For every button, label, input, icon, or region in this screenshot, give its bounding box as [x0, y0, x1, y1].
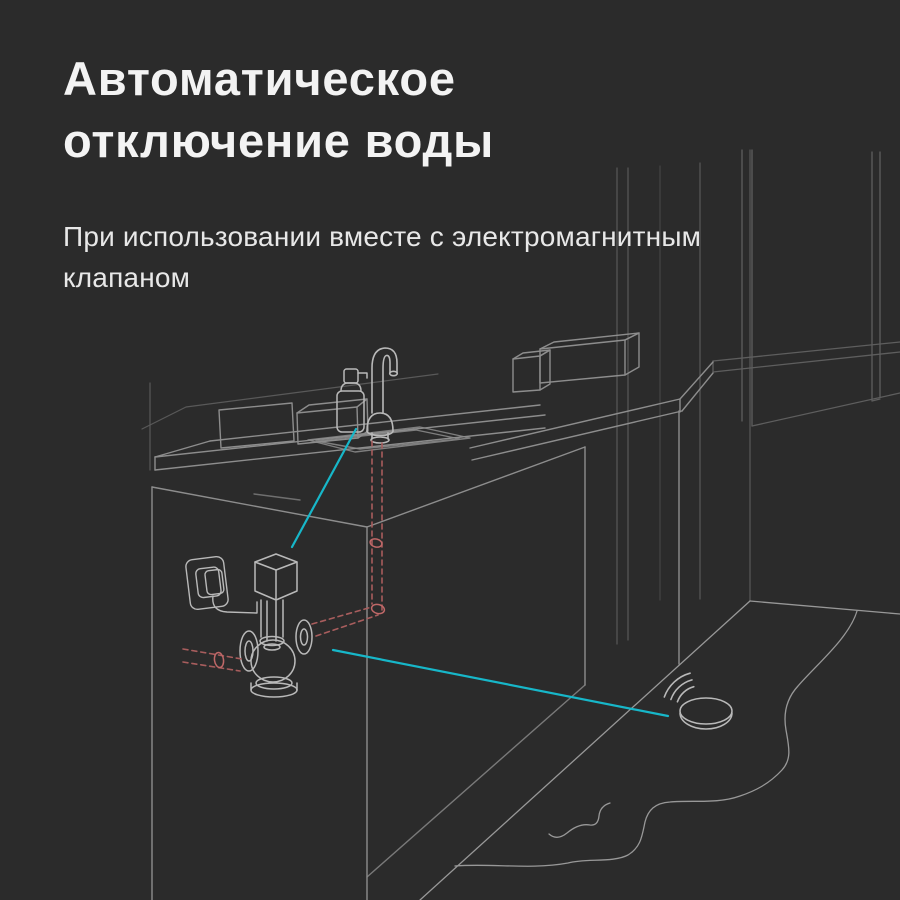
valve-body [239, 619, 313, 698]
soap-dispenser [336, 368, 368, 433]
cutting-board [218, 402, 295, 449]
signal-waves-icon [663, 672, 695, 703]
side-counter [469, 332, 714, 665]
countertop [154, 398, 546, 471]
wall-panel-lines [141, 149, 751, 645]
subtitle-line-1: При использовании вместе с электромагнит… [63, 221, 702, 252]
page-title: Автоматическое отключение воды [63, 48, 494, 172]
title-line-1: Автоматическое [63, 52, 456, 105]
faucet [366, 347, 399, 444]
storage-box-long [539, 332, 640, 384]
subtitle-line-2: клапаном [63, 262, 191, 293]
floor-lines [419, 600, 900, 900]
puddle-ripple [548, 802, 611, 838]
signal-arrows [290, 427, 670, 718]
plug [204, 568, 225, 596]
window-frame [712, 149, 900, 427]
solenoid-valve [239, 553, 313, 698]
valve-actuator [254, 553, 298, 601]
leak-sensor [663, 672, 733, 730]
page-subtitle: При использовании вместе с электромагнит… [63, 216, 701, 298]
power-cable [212, 595, 258, 614]
title-line-2: отключение воды [63, 114, 495, 167]
valve-base [255, 676, 293, 690]
valve-stem [259, 599, 285, 651]
power-outlet [185, 555, 258, 614]
cabinet [151, 446, 586, 900]
storage-box-small [512, 349, 551, 393]
arrow-sensor-to-valve [331, 648, 670, 718]
dashed-water-pipes [182, 440, 383, 672]
pipe-joints [213, 538, 386, 669]
faucet-spout [388, 370, 399, 377]
arrow-valve-to-faucet [290, 427, 358, 549]
water-puddle [454, 610, 858, 867]
valve-flange-left [239, 630, 259, 672]
sink [307, 426, 471, 453]
valve-flange-right [295, 619, 313, 655]
